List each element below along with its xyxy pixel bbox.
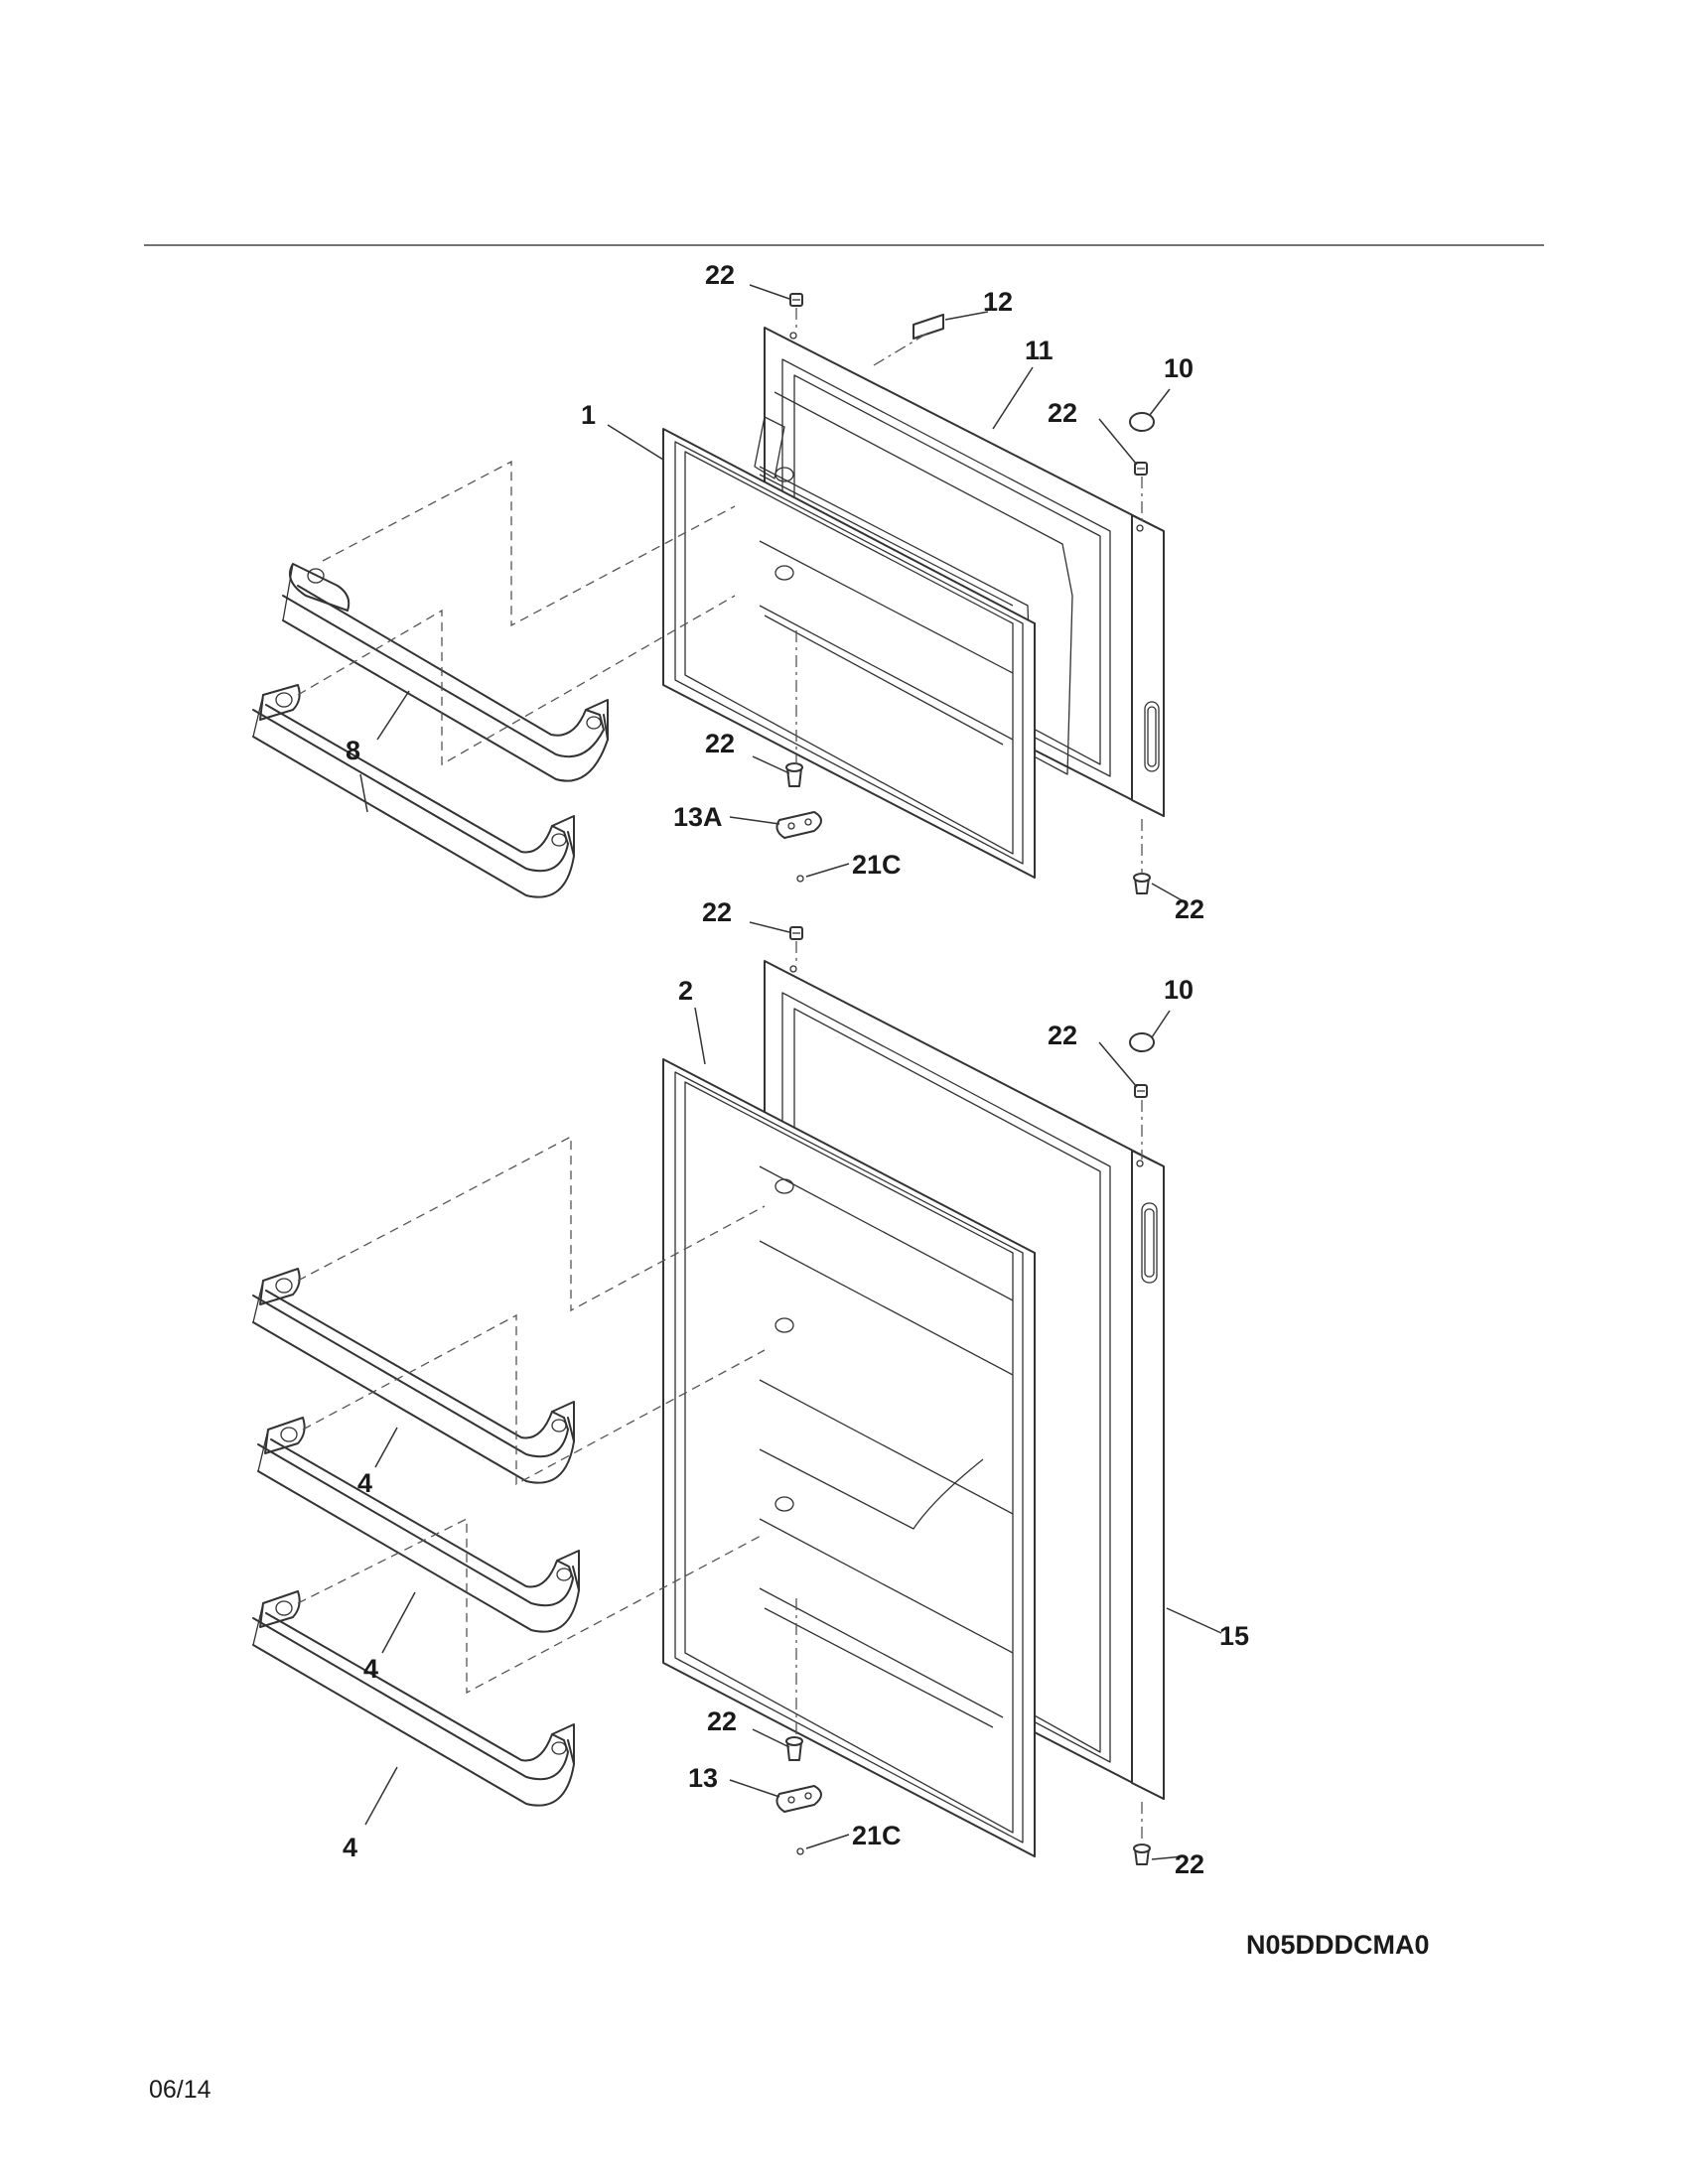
- callout-21c: 21C: [852, 850, 902, 880]
- callout-21c: 21C: [852, 1821, 902, 1850]
- callout-1: 1: [581, 400, 596, 430]
- diagram-code: N05DDDCMA0: [1246, 1930, 1430, 1960]
- freezer-door-gasket: [662, 428, 1036, 879]
- callout-22: 22: [1048, 398, 1077, 428]
- freezer-door-shelf: [252, 684, 575, 898]
- hole-plug: [1129, 1032, 1155, 1052]
- freezer-door-shelf: [282, 563, 609, 782]
- fresh-food-door-gasket: [662, 1058, 1036, 1857]
- callout-10: 10: [1164, 975, 1194, 1005]
- screw: [1133, 1843, 1151, 1865]
- callout-12: 12: [983, 287, 1013, 317]
- callout-10: 10: [1164, 353, 1194, 383]
- callout-4: 4: [363, 1654, 378, 1684]
- callout-22: 22: [1175, 894, 1204, 924]
- callout-11: 11: [1025, 336, 1054, 365]
- fresh-food-door-shelf: [257, 1417, 580, 1633]
- screw: [785, 762, 803, 787]
- callout-22: 22: [705, 729, 735, 758]
- freezer-assembly-guidelines: [297, 460, 736, 766]
- callout-4: 4: [343, 1833, 357, 1862]
- callout-8: 8: [346, 736, 360, 765]
- screw: [1134, 462, 1148, 476]
- callout-4: 4: [357, 1468, 372, 1498]
- fresh-food-door-shelf: [252, 1590, 575, 1807]
- revision-date: 06/14: [149, 2076, 211, 2104]
- fresh-food-door-assembly: [662, 926, 1165, 1865]
- callout-22: 22: [1175, 1849, 1204, 1879]
- part-callouts: 22 12 11 10 22 1 8 22 13A 21C 22 22 2 10…: [343, 260, 1249, 1879]
- screw: [789, 293, 803, 307]
- screw: [785, 1736, 803, 1761]
- lower-hinge: [775, 1785, 822, 1813]
- fresh-food-door-shelf: [252, 1268, 575, 1484]
- freezer-door-panel: [754, 327, 1165, 817]
- label-part: [913, 314, 944, 340]
- callout-22: 22: [1048, 1021, 1077, 1050]
- screw: [1134, 1084, 1148, 1098]
- callout-22: 22: [702, 897, 732, 927]
- callout-22: 22: [707, 1706, 737, 1736]
- callout-22: 22: [705, 260, 735, 290]
- hole-plug: [1129, 412, 1155, 432]
- freezer-door-assembly: [662, 293, 1165, 894]
- screw: [1133, 873, 1151, 894]
- fresh-food-assembly-guidelines: [297, 1135, 766, 1695]
- callout-2: 2: [678, 976, 693, 1006]
- callout-15: 15: [1219, 1621, 1249, 1651]
- callout-13a: 13A: [673, 802, 723, 832]
- callout-13: 13: [688, 1763, 718, 1793]
- screw: [789, 926, 803, 940]
- leader-lines: [359, 284, 1222, 1860]
- upper-hinge: [775, 811, 822, 839]
